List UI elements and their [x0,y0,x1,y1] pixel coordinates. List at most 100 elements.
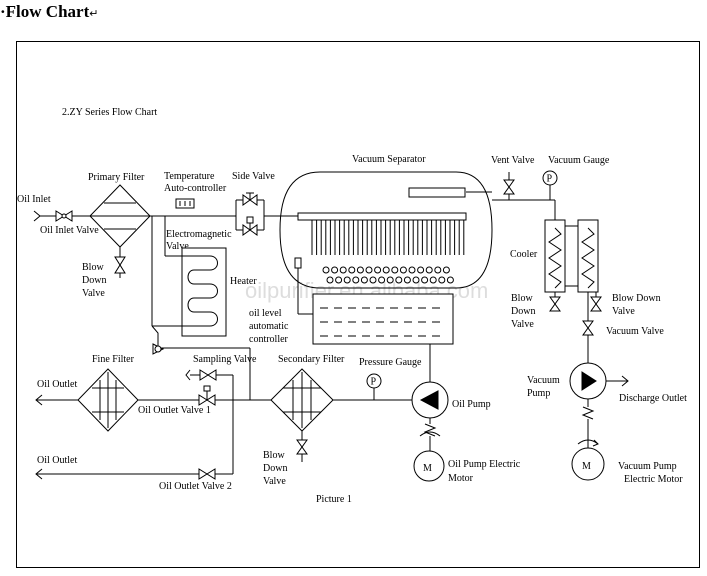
blow-down-right-label-1: Blow Down [612,293,661,304]
packing-ring [425,266,433,274]
packing-ring [331,266,339,274]
temperature-controller-icon [175,198,195,209]
vacuum-pump-icon [569,362,607,400]
blow-down-left-label-1: Blow [82,262,104,273]
blow-down-left-label-2: Down [82,275,106,286]
secondary-filter-icon [270,368,334,432]
vacuum-valve-icon [582,320,594,336]
packing-ring [417,266,425,274]
secondary-filter-label: Secondary Filter [278,354,345,365]
packing-ring [434,266,442,274]
blow-down-mid-label-2: Down [511,306,535,317]
oil-outlet-valve-2-icon [198,468,216,480]
packing-ring [339,266,347,274]
oil-motor-symbol: M [423,463,432,474]
vacuum-pump-coupling-icon [581,399,595,448]
diagram-caption: Picture 1 [316,494,352,505]
packing-ring [408,266,416,274]
primary-filter-label: Primary Filter [88,172,145,183]
vent-valve-icon [503,172,515,200]
packing-ring [360,276,368,284]
vent-valve-label: Vent Valve [491,155,535,166]
vacuum-motor-label-1: Vacuum Pump [618,461,677,472]
sampling-valve-icon [185,369,233,381]
cooler-blow-down-valve-left-icon [549,292,561,312]
vacuum-pump-label-2: Pump [527,388,550,399]
oil-motor-label-2: Motor [448,473,474,484]
packing-ring [382,266,390,274]
oil-outlet-label-1: Oil Outlet [37,379,77,390]
vacuum-gauge-label: Vacuum Gauge [548,155,610,166]
blow-down-right-label-2: Valve [612,306,635,317]
packing-ring [403,276,411,284]
packing-ring [412,276,420,284]
pressure-gauge-icon: P [366,373,382,400]
oil-motor-label-1: Oil Pump Electric [448,459,521,470]
oil-pump-icon [411,381,449,419]
cooler-label: Cooler [510,249,538,260]
oil-outlet-valve-2-label: Oil Outlet Valve 2 [159,481,232,492]
oil-outlet-label-2: Oil Outlet [37,455,77,466]
packing-ring [335,276,343,284]
secondary-blow-down-valve-icon [296,431,308,462]
packing-ring [369,276,377,284]
packing-ring [348,266,356,274]
diagram-frame [16,41,700,568]
oil-inlet-label: Oil Inlet [17,194,51,205]
page-title: ·Flow Chart↵ [0,2,98,22]
packing-ring [395,276,403,284]
check-valve-icon [152,343,165,355]
blow-down-bottom-label-1: Blow [263,450,285,461]
title-text: Flow Chart [5,2,90,21]
side-valve-icon [235,192,265,230]
return-mark: ↵ [89,8,99,20]
temperature-label-1: Temperature [164,171,215,182]
vacuum-valve-label: Vacuum Valve [606,326,664,337]
oil-outlet-valve-1-label: Oil Outlet Valve 1 [138,405,211,416]
oil-inlet-valve-label: Oil Inlet Valve [40,225,99,236]
vacuum-pump-label-1: Vacuum [527,375,560,386]
pressure-gauge-symbol: P [371,377,377,388]
cooler-icon [544,200,599,293]
vacuum-motor-label-2: Electric Motor [624,474,683,485]
blow-down-left-label-3: Valve [82,288,105,299]
vacuum-separator-label: Vacuum Separator [352,154,426,165]
blow-down-mid-label-1: Blow [511,293,533,304]
sampling-valve-label: Sampling Valve [193,354,257,365]
packing-ring [378,276,386,284]
blow-down-bottom-label-2: Down [263,463,287,474]
electromagnetic-label-1: Electromagnetic [166,229,232,240]
temperature-label-2: Auto-controller [164,183,227,194]
electromagnetic-label-2: Valve [166,241,189,252]
pipe-recirculation-top [151,325,250,349]
packing-ring [322,266,330,274]
discharge-outlet-label: Discharge Outlet [619,393,687,404]
packing-ring [356,266,364,274]
packing-ring [352,276,360,284]
oil-level-label-1: oil level [249,308,282,319]
oil-pump-motor-icon: M [413,450,445,482]
packing-ring [421,276,429,284]
oil-level-label-2: automatic [249,321,289,332]
oil-outlet-1-arrow [35,394,78,406]
oil-level-controller-icon [294,257,313,315]
packing-ring [365,266,373,274]
blow-down-bottom-label-3: Valve [263,476,286,487]
oil-pump-coupling-icon [419,418,441,452]
packing-ring [399,266,407,274]
heater-label: Heater [230,276,257,287]
packing-ring [391,266,399,274]
electromagnetic-valve-icon [236,216,264,236]
primary-blow-down-valve-icon [114,247,126,278]
blow-down-mid-label-3: Valve [511,319,534,330]
packing-ring [343,276,351,284]
vacuum-motor-symbol: M [582,461,591,472]
packing-ring [429,276,437,284]
vacuum-gauge-symbol: P [547,174,553,185]
primary-filter-icon [89,184,151,248]
side-valve-label: Side Valve [232,171,275,182]
vacuum-separator-icon [279,171,493,289]
packing-ring [446,276,454,284]
title-prefix: · [0,2,6,21]
